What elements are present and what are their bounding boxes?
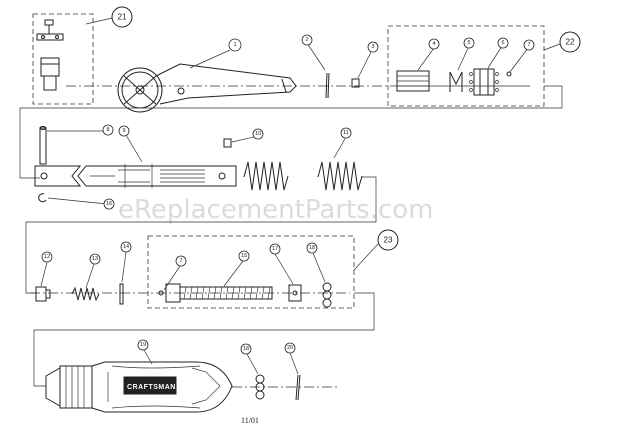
svg-text:5: 5 [467, 40, 470, 46]
svg-text:3: 3 [371, 44, 374, 50]
pin [325, 72, 328, 99]
callout-10: 10 [252, 128, 264, 140]
connector-2-3 [25, 176, 377, 294]
svg-text:8: 8 [106, 127, 109, 133]
callout-12: 12 [41, 251, 53, 263]
callout-6: 6 [497, 37, 509, 49]
ball-stack [322, 282, 332, 308]
svg-text:1: 1 [233, 42, 236, 48]
svg-text:22: 22 [566, 38, 575, 47]
svg-text:10: 10 [255, 131, 261, 137]
callout-1: 1 [228, 38, 242, 52]
callout-2: 2 [301, 34, 313, 46]
callout-8: 8 [102, 124, 114, 136]
ratchet-handle [117, 63, 297, 113]
svg-text:7: 7 [179, 258, 182, 264]
svg-text:6: 6 [501, 40, 504, 46]
callout-23: 23 [377, 229, 399, 251]
callout-17: 17 [269, 243, 281, 255]
watermark: eReplacementParts.com [118, 195, 434, 225]
square-block [223, 138, 232, 148]
svg-text:13: 13 [92, 256, 98, 262]
ratchet-bar [34, 164, 237, 188]
callout-11: 11 [340, 127, 352, 139]
handle-brand-label: CRAFTSMAN [127, 384, 176, 391]
callout-18a: 18 [306, 242, 318, 254]
kit-21-box [32, 13, 94, 105]
callout-7b: 7 [175, 255, 187, 267]
svg-text:11: 11 [343, 130, 349, 136]
pawl [469, 68, 499, 96]
callout-13: 13 [89, 253, 101, 265]
callout-18b: 18 [240, 343, 252, 355]
svg-text:20: 20 [287, 345, 293, 351]
callout-19: 19 [137, 339, 149, 351]
bit-holder-assembly [36, 19, 64, 91]
end-cap [35, 286, 51, 302]
square-nut [351, 78, 360, 88]
svg-text:7: 7 [527, 42, 530, 48]
coil-spring [243, 161, 363, 191]
svg-text:18: 18 [309, 245, 315, 251]
washer [119, 283, 124, 305]
pivot-pin [39, 126, 47, 165]
footer-code: 11/01 [241, 416, 259, 425]
leader-lines [40, 17, 561, 375]
svg-text:23: 23 [384, 236, 393, 245]
callout-9: 9 [118, 125, 130, 137]
connector-3-4 [33, 292, 375, 387]
ball-stack-2 [255, 374, 265, 400]
callout-16: 16 [103, 198, 115, 210]
svg-text:12: 12 [44, 254, 50, 260]
screwdriver-handle: CRAFTSMAN [45, 361, 233, 413]
brand-label-plate [123, 376, 177, 395]
svg-text:18: 18 [243, 346, 249, 352]
pin-2 [295, 374, 299, 401]
small-spring [71, 286, 100, 302]
kit-23-box [147, 235, 355, 309]
kit-22-box [387, 25, 545, 107]
callout-5: 5 [463, 37, 475, 49]
svg-text:9: 9 [122, 128, 125, 134]
callout-20: 20 [284, 342, 296, 354]
spring-clip [449, 71, 463, 92]
callout-4: 4 [428, 38, 440, 50]
svg-text:14: 14 [123, 244, 129, 250]
callout-7a: 7 [523, 39, 535, 51]
svg-text:2: 2 [305, 37, 308, 43]
svg-text:15: 15 [241, 253, 247, 259]
svg-text:21: 21 [118, 13, 127, 22]
retaining-ring [38, 193, 47, 203]
connector-1-2 [19, 85, 563, 179]
svg-text:17: 17 [272, 246, 278, 252]
detent-ball [506, 71, 512, 77]
sleeve [396, 70, 430, 92]
callout-22: 22 [559, 31, 581, 53]
callout-3: 3 [367, 41, 379, 53]
callout-15: 15 [238, 250, 250, 262]
svg-text:4: 4 [432, 41, 435, 47]
svg-text:19: 19 [140, 342, 146, 348]
svg-text:16: 16 [106, 201, 112, 207]
callout-21: 21 [111, 6, 133, 28]
callout-14: 14 [120, 241, 132, 253]
